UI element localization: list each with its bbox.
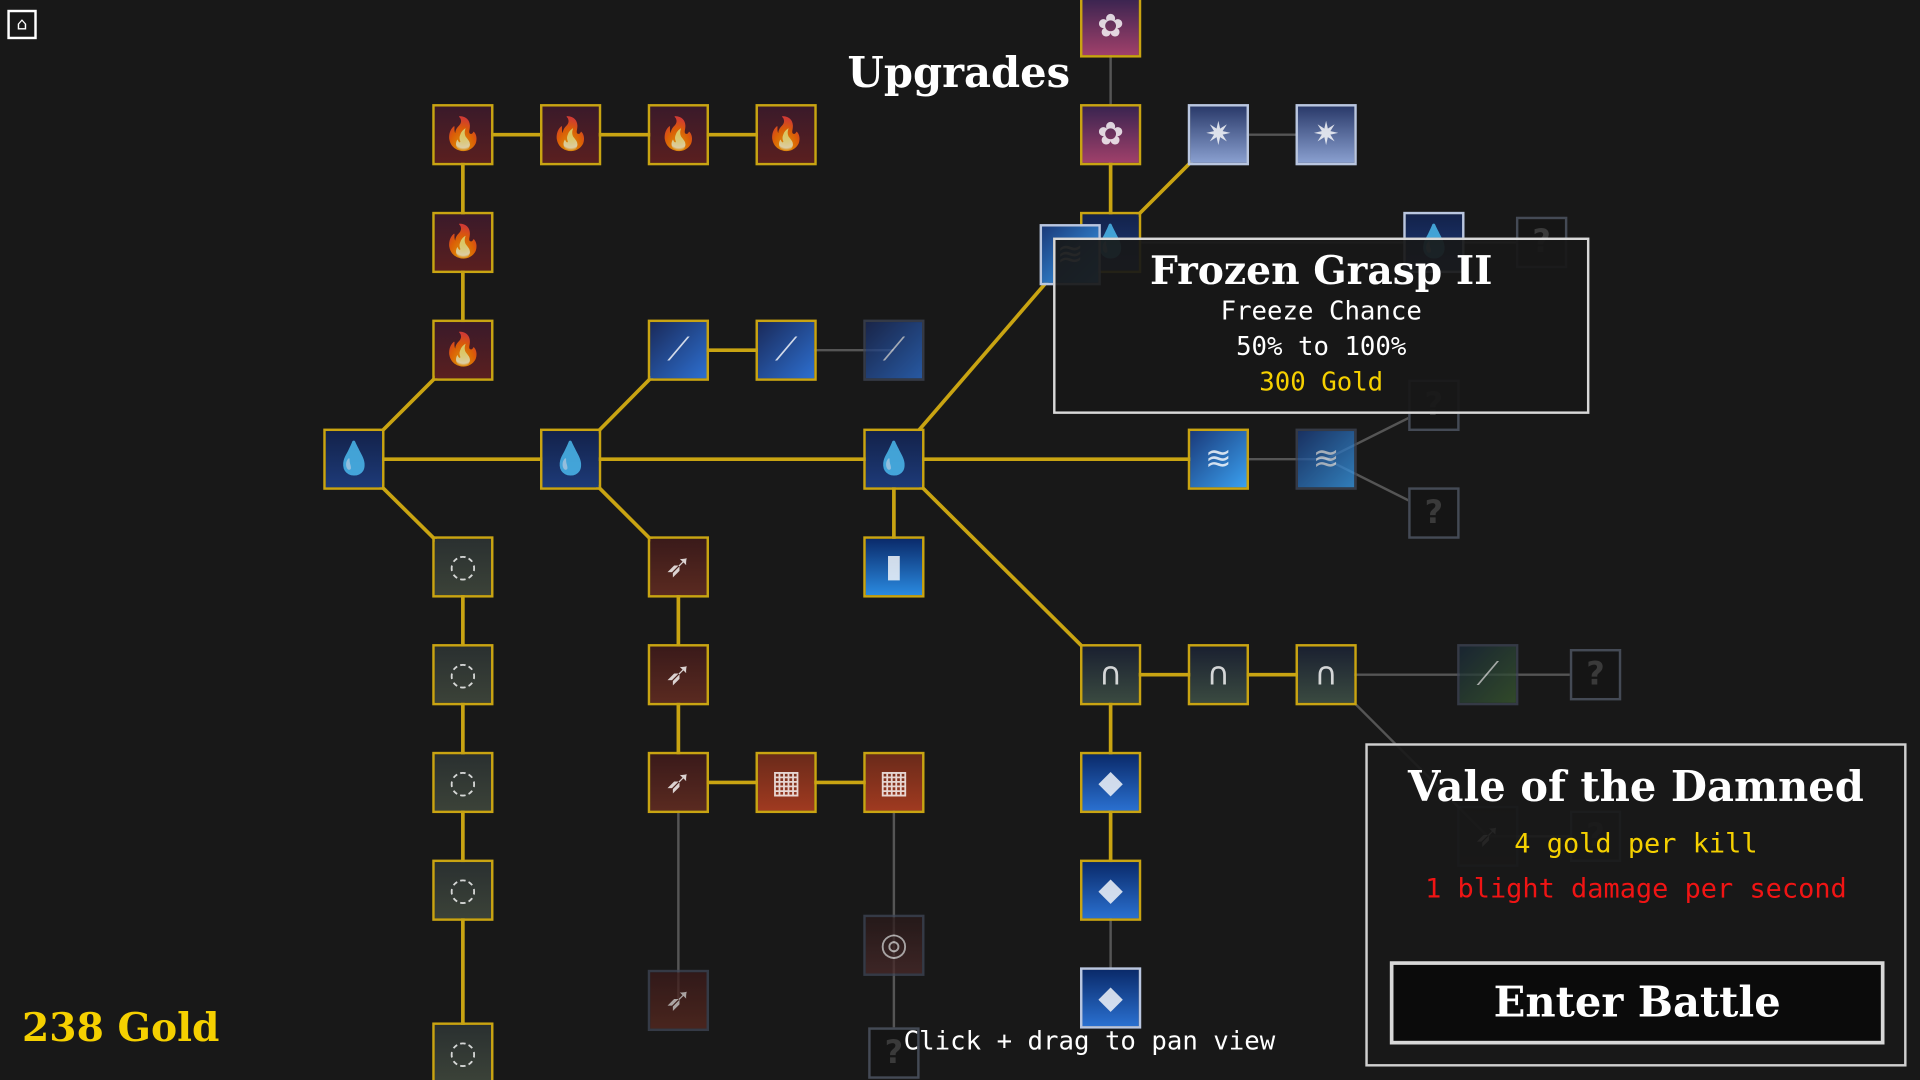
upgrade-node[interactable]: ?: [1408, 487, 1460, 539]
upgrade-node[interactable]: 🔥: [540, 104, 602, 166]
upgrade-node[interactable]: ◆: [1080, 859, 1142, 921]
upgrade-node[interactable]: ∩: [1295, 644, 1357, 706]
upgrade-node[interactable]: ∩: [1080, 644, 1142, 706]
upgrade-node[interactable]: ◌: [432, 1022, 494, 1080]
tooltip-cost: 300 Gold: [1259, 367, 1384, 397]
starburst-icon: ✷: [1312, 116, 1340, 154]
rune-circle-icon: ◌: [448, 656, 477, 694]
gold-counter: 238 Gold: [22, 1004, 220, 1051]
ice-claw-icon: ≋: [1312, 440, 1340, 478]
fire-arrow-icon: ➶: [665, 764, 692, 801]
upgrade-node[interactable]: ≋: [1187, 428, 1249, 490]
upgrade-node[interactable]: ✿: [1080, 0, 1142, 58]
tooltip-change: 50% to 100%: [1236, 331, 1407, 362]
upgrade-tooltip: Frozen Grasp II Freeze Chance 50% to 100…: [1053, 237, 1590, 414]
upgrade-node[interactable]: ➶: [647, 644, 709, 706]
starburst-icon: ✷: [1205, 116, 1232, 154]
upgrade-node[interactable]: ✷: [1295, 104, 1357, 166]
magma-icon: ▦: [771, 764, 802, 801]
upgrade-node[interactable]: ⟋: [1457, 644, 1519, 706]
flame-icon: 🔥: [443, 224, 483, 261]
waterfall-icon: ▮: [885, 548, 903, 586]
home-button[interactable]: ⌂: [7, 9, 37, 40]
tooltip-stat: Freeze Chance: [1220, 296, 1422, 326]
unknown-upgrade-icon: ?: [884, 1034, 904, 1072]
level-hazard: 1 blight damage per second: [1425, 874, 1847, 905]
upgrade-node[interactable]: 💧: [863, 428, 925, 490]
tree-link: [892, 457, 1112, 677]
ice-slash-icon: ⟋: [774, 331, 798, 368]
upgrade-node[interactable]: ◌: [432, 751, 494, 814]
blight-icon: ✿: [1097, 8, 1124, 46]
fire-arrow-icon: ➶: [665, 548, 692, 586]
stone-arch-icon: ∩: [1206, 656, 1231, 694]
home-icon: ⌂: [16, 14, 28, 35]
upgrade-node[interactable]: ✿: [1080, 104, 1142, 166]
upgrade-node[interactable]: ≋: [1295, 428, 1357, 490]
flame-icon: 🔥: [658, 116, 699, 154]
upgrade-node[interactable]: ◌: [432, 859, 494, 921]
crystal-icon: ◆: [1098, 764, 1123, 801]
tree-link: [892, 253, 1072, 461]
page-title: Upgrades: [847, 48, 1071, 98]
upgrade-node[interactable]: ∩: [1187, 644, 1249, 706]
flame-icon: 🔥: [443, 116, 483, 154]
ice-slash-icon: ⟋: [667, 331, 690, 368]
rune-circle-icon: ◌: [448, 548, 477, 586]
water-drop-icon: 💧: [874, 440, 914, 478]
upgrade-node[interactable]: ✷: [1187, 104, 1249, 166]
level-title: Vale of the Damned: [1407, 762, 1864, 812]
enter-battle-button[interactable]: Enter Battle: [1389, 961, 1885, 1045]
unknown-upgrade-icon: ?: [1424, 494, 1444, 532]
upgrade-node[interactable]: ▦: [755, 751, 817, 814]
upgrade-node[interactable]: ◎: [863, 914, 925, 976]
upgrade-node[interactable]: ➶: [647, 969, 709, 1032]
upgrade-node[interactable]: 🔥: [432, 104, 494, 166]
crystal-icon: ◆: [1098, 871, 1123, 909]
upgrade-node[interactable]: ➶: [647, 536, 709, 598]
upgrade-node[interactable]: ?: [868, 1027, 920, 1079]
upgrade-node[interactable]: 🔥: [432, 319, 494, 381]
sword-icon: ⟋: [1476, 655, 1499, 693]
upgrade-node[interactable]: ▮: [863, 536, 925, 598]
fire-arrow-icon: ➶: [665, 982, 692, 1019]
upgrade-node[interactable]: ◌: [432, 644, 494, 706]
upgrade-node[interactable]: 🔥: [432, 211, 494, 274]
level-reward: 4 gold per kill: [1514, 828, 1758, 860]
stone-arch-icon: ∩: [1314, 656, 1338, 694]
water-drop-icon: 💧: [550, 440, 591, 478]
tooltip-title: Frozen Grasp II: [1149, 247, 1493, 294]
upgrade-node[interactable]: ⟋: [647, 319, 709, 381]
flame-icon: 🔥: [766, 116, 806, 154]
pan-hint: Click + drag to pan view: [903, 1026, 1276, 1056]
ice-claw-icon: ≋: [1205, 440, 1232, 478]
blight-icon: ✿: [1097, 116, 1124, 154]
crystal-icon: ◆: [1098, 979, 1123, 1017]
upgrade-node[interactable]: ◌: [432, 536, 494, 598]
stone-arch-icon: ∩: [1098, 656, 1123, 694]
upgrade-node[interactable]: ⟋: [755, 319, 817, 381]
magma-icon: ▦: [878, 764, 909, 801]
water-drop-icon: 💧: [334, 440, 374, 478]
unknown-upgrade-icon: ?: [1586, 656, 1605, 694]
rune-circle-icon: ◌: [448, 871, 477, 909]
rune-circle-icon: ◌: [448, 764, 477, 801]
fire-arrow-icon: ➶: [665, 656, 692, 694]
flame-icon: 🔥: [550, 116, 591, 154]
level-panel: Vale of the Damned 4 gold per kill 1 bli…: [1365, 743, 1907, 1067]
upgrade-node[interactable]: ⟋: [863, 319, 925, 381]
upgrade-node[interactable]: ◆: [1080, 967, 1142, 1029]
upgrade-node[interactable]: 🔥: [647, 104, 709, 166]
upgrade-node[interactable]: 💧: [540, 428, 602, 490]
upgrade-node[interactable]: 🔥: [755, 104, 817, 166]
ice-slash-icon: ⟋: [882, 331, 906, 368]
upgrade-node[interactable]: ◆: [1080, 751, 1142, 814]
swirl-icon: ◎: [879, 926, 908, 964]
rune-circle-icon: ◌: [448, 1034, 477, 1072]
upgrade-node[interactable]: ?: [1569, 648, 1622, 701]
flame-icon: 🔥: [443, 331, 483, 369]
upgrade-node[interactable]: ▦: [863, 751, 925, 814]
upgrade-node[interactable]: ➶: [647, 751, 709, 814]
upgrade-node[interactable]: 💧: [323, 428, 385, 490]
